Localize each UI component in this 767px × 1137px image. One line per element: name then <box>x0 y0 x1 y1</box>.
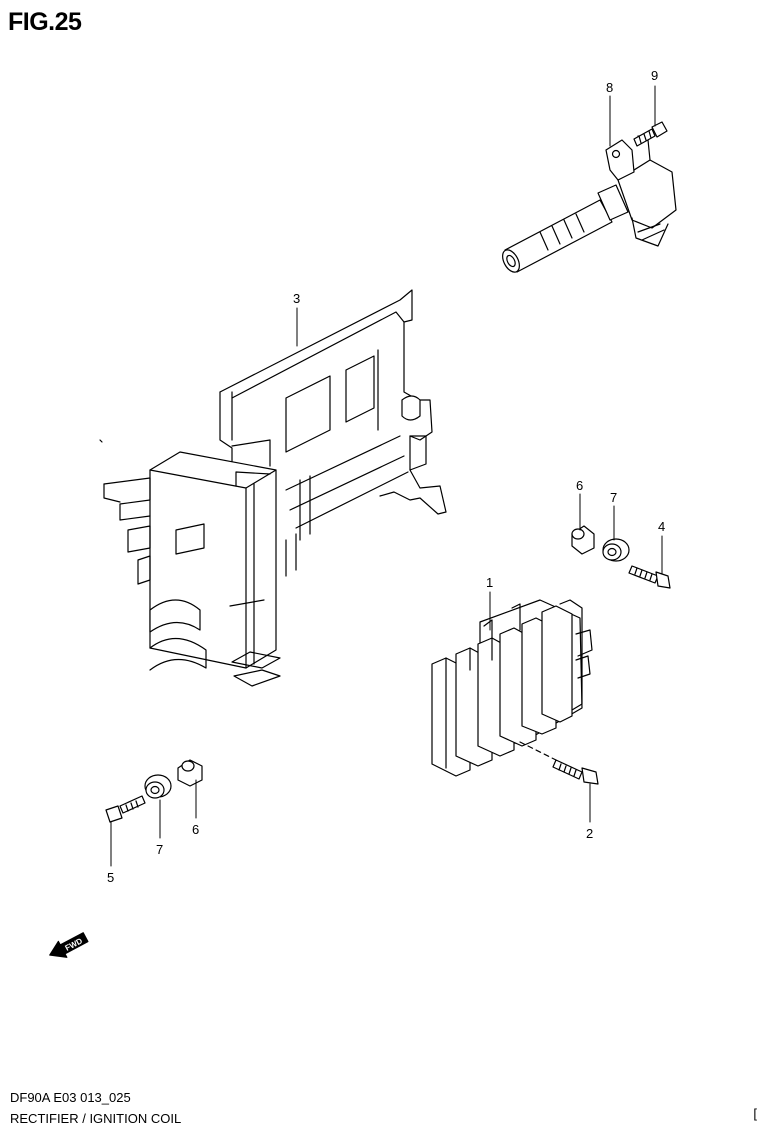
callout-labels: 1 2 3 4 5 6 6 7 7 8 9 <box>107 68 665 885</box>
collar-part-6-left <box>177 759 203 787</box>
ignition-coil-part <box>502 135 677 273</box>
callout-4: 4 <box>658 519 665 534</box>
diagram-caption: RECTIFIER / IGNITION COIL <box>10 1111 182 1126</box>
callout-8: 8 <box>606 80 613 95</box>
callout-3: 3 <box>293 291 300 306</box>
callout-6-right: 6 <box>576 478 583 493</box>
corner-mark: [ <box>753 1106 757 1121</box>
rectifier-part-1 <box>431 599 593 777</box>
bolt-part-9 <box>633 121 668 147</box>
callout-5: 5 <box>107 870 114 885</box>
callout-9: 9 <box>651 68 658 83</box>
bolt-part-5 <box>105 795 146 823</box>
bracket-part-3 <box>99 289 447 687</box>
collar-part-6-right <box>571 525 595 555</box>
grommet-part-7-left <box>144 774 172 799</box>
callout-6-left: 6 <box>192 822 199 837</box>
leader-lines <box>110 85 663 867</box>
bolt-part-4 <box>628 565 671 589</box>
bolt-part-2 <box>552 759 599 785</box>
callout-7-right: 7 <box>610 490 617 505</box>
callout-1: 1 <box>486 575 493 590</box>
grommet-part-7-right <box>602 538 630 562</box>
figure-title: FIG.25 <box>8 8 82 36</box>
model-code: DF90A E03 013_025 <box>10 1090 131 1105</box>
fwd-arrow-icon: FWD <box>49 932 89 958</box>
callout-2: 2 <box>586 826 593 841</box>
callout-7-left: 7 <box>156 842 163 857</box>
